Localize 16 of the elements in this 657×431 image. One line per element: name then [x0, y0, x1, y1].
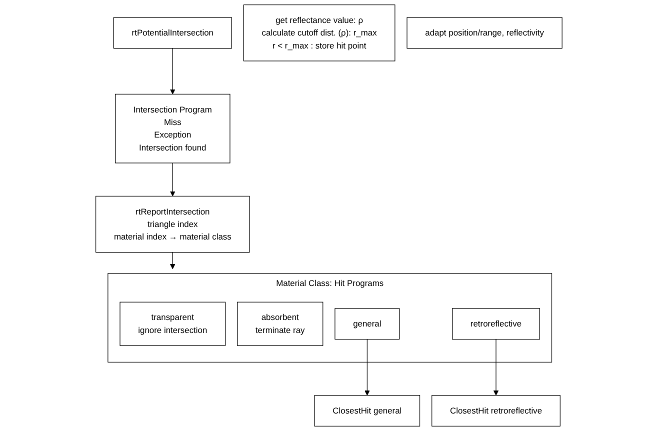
node-box: transparent ignore intersection: [119, 302, 226, 346]
arrow: [170, 48, 175, 94]
arrow: [364, 338, 370, 396]
arrow: [170, 252, 175, 270]
node-box: get reflectance value: ρ calculate cutoff dist. (ρ): r_max r < r_max : store hit point: [242, 4, 395, 62]
node-box: ClosestHit general: [314, 395, 420, 426]
node-box: adapt position/range, reflectivity: [406, 17, 562, 49]
arrow: [492, 338, 498, 396]
node-box: general: [334, 308, 400, 340]
node-box: Intersection Program Miss Exception Intersection found: [114, 94, 230, 164]
node-box: retroreflective: [452, 308, 540, 340]
node-box: ClosestHit retroreflective: [431, 395, 560, 426]
node-box: rtPotentialIntersection: [112, 17, 232, 49]
arrow: [170, 162, 175, 196]
node-box: absorbent terminate ray: [236, 302, 323, 346]
node-box: rtReportIntersection triangle index material index → material class: [95, 196, 250, 253]
